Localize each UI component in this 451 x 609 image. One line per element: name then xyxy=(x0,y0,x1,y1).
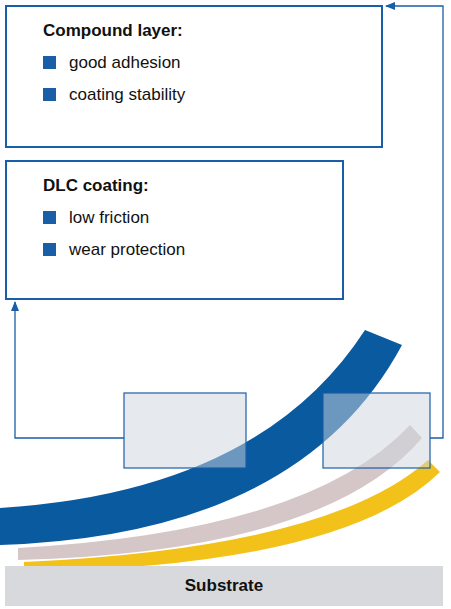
leader-line xyxy=(386,6,443,438)
box-heading: Compound layer: xyxy=(43,21,365,41)
bullet-text: coating stability xyxy=(69,85,185,104)
bullet-item: coating stability xyxy=(43,85,365,105)
diffusion-band xyxy=(24,460,440,572)
detail-frame xyxy=(323,393,430,468)
bullet-square xyxy=(43,56,56,69)
detail-frame xyxy=(124,393,246,468)
bullet-text: low friction xyxy=(69,208,149,227)
substrate-label: Substrate xyxy=(185,576,263,596)
compound-layer-box: Compound layer: good adhesion coating stab… xyxy=(5,5,383,148)
bullet-text: wear protection xyxy=(69,240,185,259)
bullet-item: good adhesion xyxy=(43,53,365,73)
leader-line xyxy=(15,302,124,438)
bullet-square xyxy=(43,88,56,101)
substrate-bar: Substrate xyxy=(5,566,443,606)
box-heading: DLC coating: xyxy=(43,176,326,196)
bullet-item: wear protection xyxy=(43,240,326,260)
dlc-coating-box: DLC coating: low friction wear protection xyxy=(5,160,344,300)
bullet-text: good adhesion xyxy=(69,53,181,72)
bullet-square xyxy=(43,243,56,256)
bullet-square xyxy=(43,211,56,224)
bullet-item: low friction xyxy=(43,208,326,228)
